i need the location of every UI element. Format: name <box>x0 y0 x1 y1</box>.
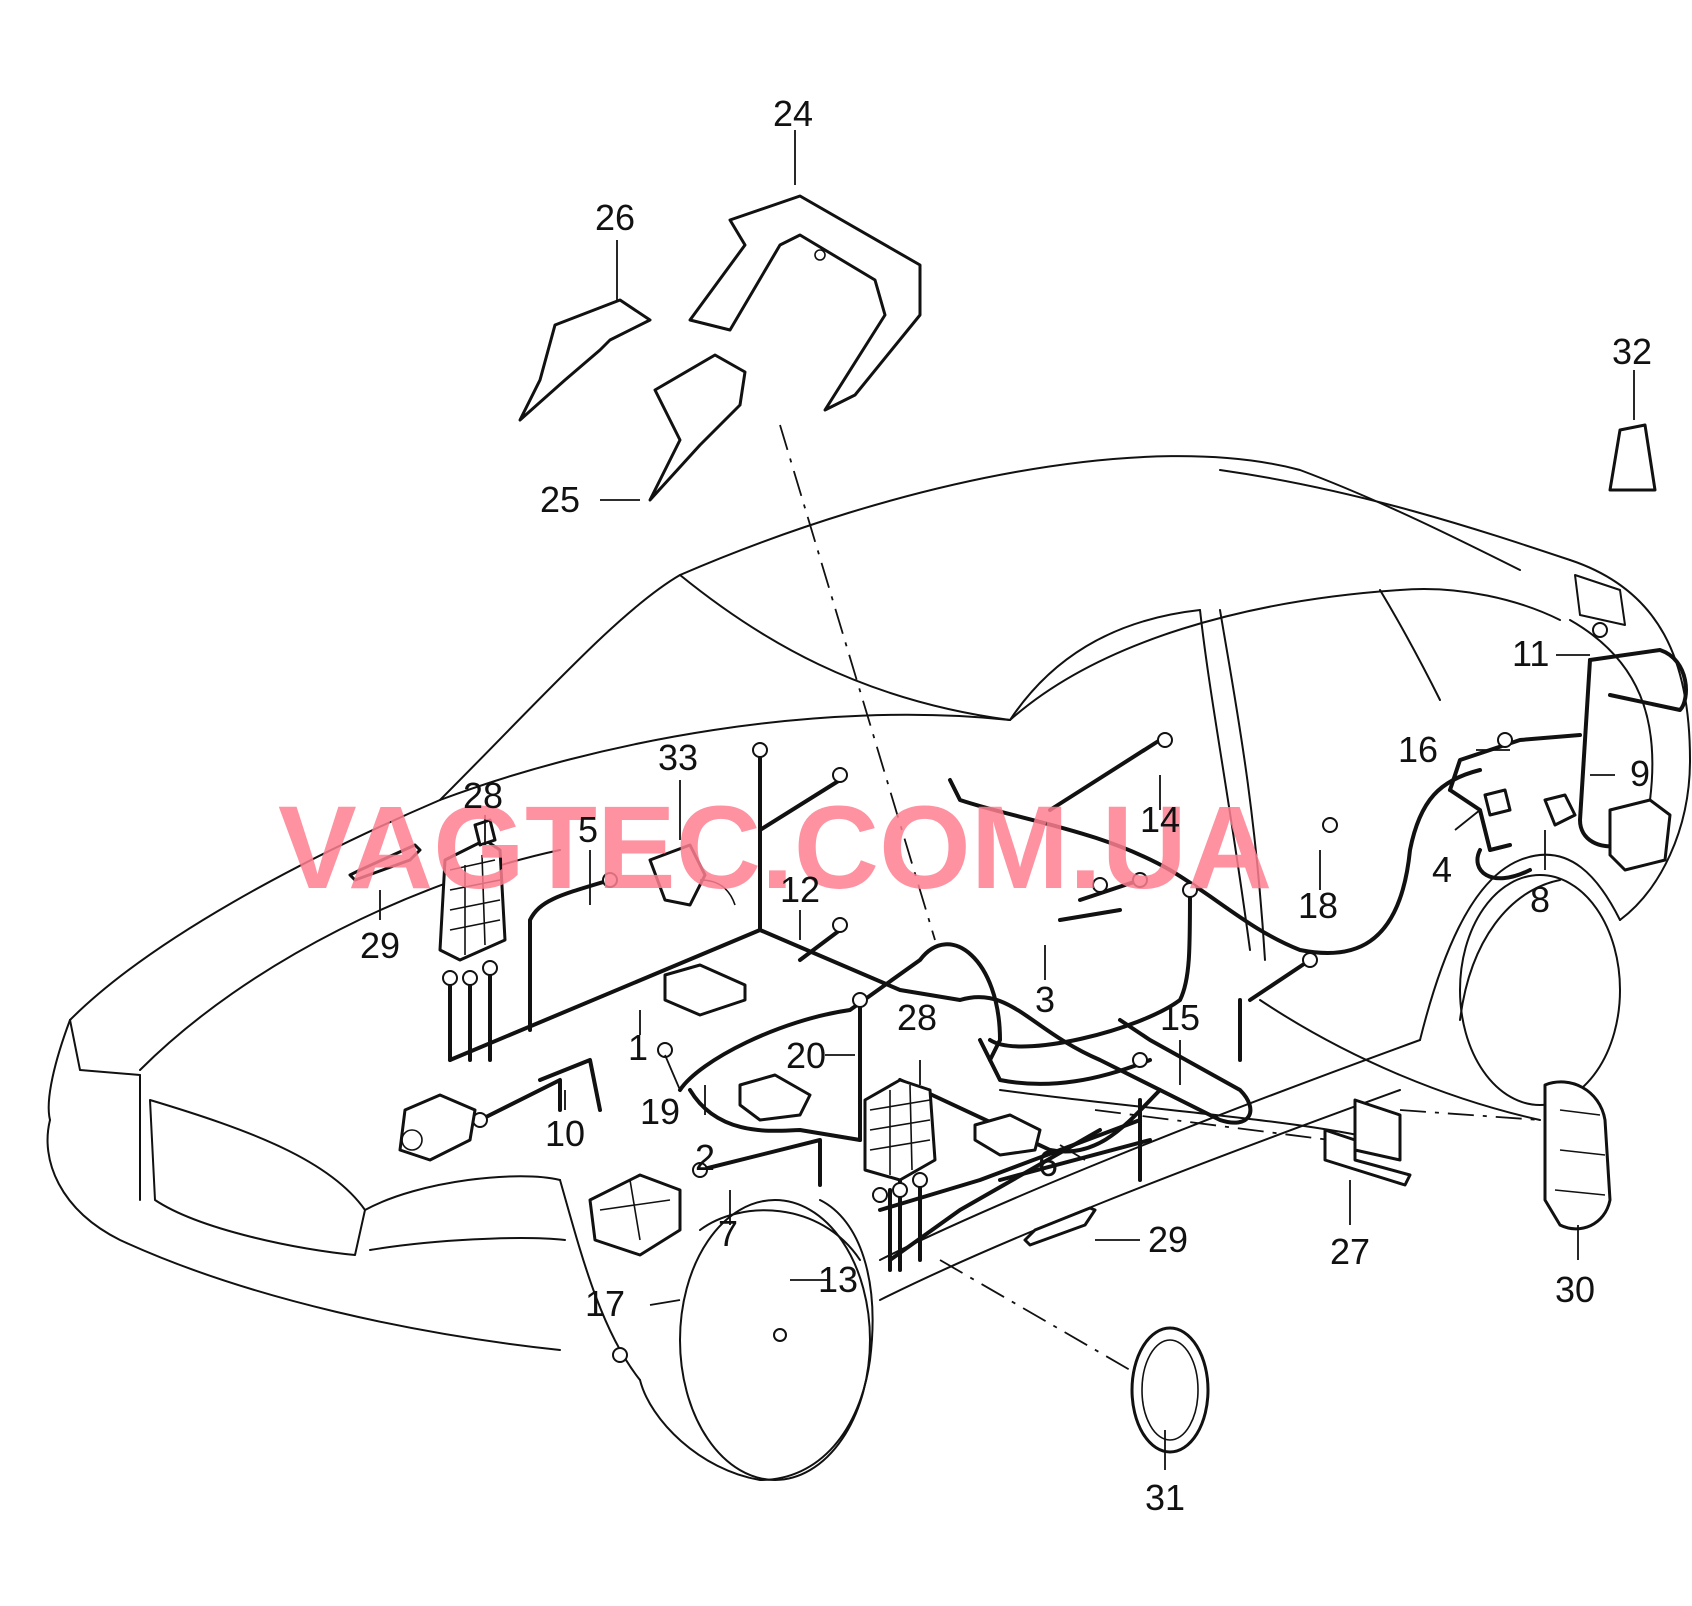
callout-32: 32 <box>1612 331 1652 372</box>
callout-27: 27 <box>1330 1231 1370 1272</box>
component-8 <box>1543 793 1577 827</box>
callout-2: 2 <box>695 1137 715 1178</box>
callout-30: 30 <box>1555 1269 1595 1310</box>
callout-18: 18 <box>1298 885 1338 926</box>
callout-31: 31 <box>1145 1477 1185 1518</box>
callout-28-front: 28 <box>463 775 503 816</box>
callout-4: 4 <box>1432 849 1452 890</box>
part-32-clip <box>1608 423 1657 492</box>
dashed-assignment-lines <box>779 424 1541 1371</box>
component-7 <box>588 1173 682 1257</box>
bracket-29-rear <box>1023 1206 1097 1247</box>
grommet-31 <box>1130 1326 1210 1454</box>
callout-33: 33 <box>658 737 698 778</box>
relay-carrier-28-center <box>863 1078 937 1182</box>
part-26-cover <box>518 298 652 422</box>
callout-11: 11 <box>1512 633 1549 674</box>
callout-9: 9 <box>1630 753 1650 794</box>
car-body-outline <box>46 455 1691 1481</box>
callout-19: 19 <box>640 1091 680 1132</box>
callout-8: 8 <box>1530 879 1550 920</box>
callout-15: 15 <box>1160 997 1200 1038</box>
horn-10 <box>398 1093 477 1162</box>
bracket-33 <box>648 843 736 907</box>
callout-24: 24 <box>773 93 813 134</box>
callout-6: 6 <box>1038 1143 1058 1184</box>
callout-26: 26 <box>595 197 635 238</box>
callout-10: 10 <box>545 1113 585 1154</box>
callout-leaders <box>379 130 1635 1470</box>
callout-28-center: 28 <box>897 997 937 1038</box>
bracket-27 <box>1323 1098 1412 1187</box>
part-24-cover <box>688 194 922 412</box>
control-unit-6 <box>973 1113 1042 1157</box>
bracket-29-front <box>348 843 422 882</box>
callout-29-rear: 29 <box>1148 1219 1188 1260</box>
part-25-cover <box>648 353 747 502</box>
control-unit-1 <box>663 963 747 1017</box>
connector-ends <box>442 622 1608 1363</box>
callout-14: 14 <box>1140 799 1180 840</box>
callout-1: 1 <box>628 1027 648 1068</box>
callout-7: 7 <box>718 1213 738 1254</box>
watermark: VAGTEC.COM.UA <box>278 782 1272 914</box>
component-4 <box>1483 788 1512 817</box>
callout-25: 25 <box>540 479 580 520</box>
relay-carrier-28-front <box>438 818 507 962</box>
component-9 <box>1608 798 1672 872</box>
tail-lamp-30 <box>1543 1080 1612 1231</box>
callout-16: 16 <box>1398 729 1438 770</box>
callout-3: 3 <box>1035 979 1055 1020</box>
control-unit-2 <box>738 1073 812 1122</box>
callout-20: 20 <box>786 1035 826 1076</box>
callout-5: 5 <box>578 809 598 850</box>
callout-12: 12 <box>780 869 820 910</box>
callout-17: 17 <box>585 1283 625 1324</box>
callout-numbers: 24 26 25 32 11 16 9 33 28 5 14 4 8 18 29… <box>360 93 1652 1518</box>
callout-29-front: 29 <box>360 925 400 966</box>
callout-13: 13 <box>818 1259 858 1300</box>
